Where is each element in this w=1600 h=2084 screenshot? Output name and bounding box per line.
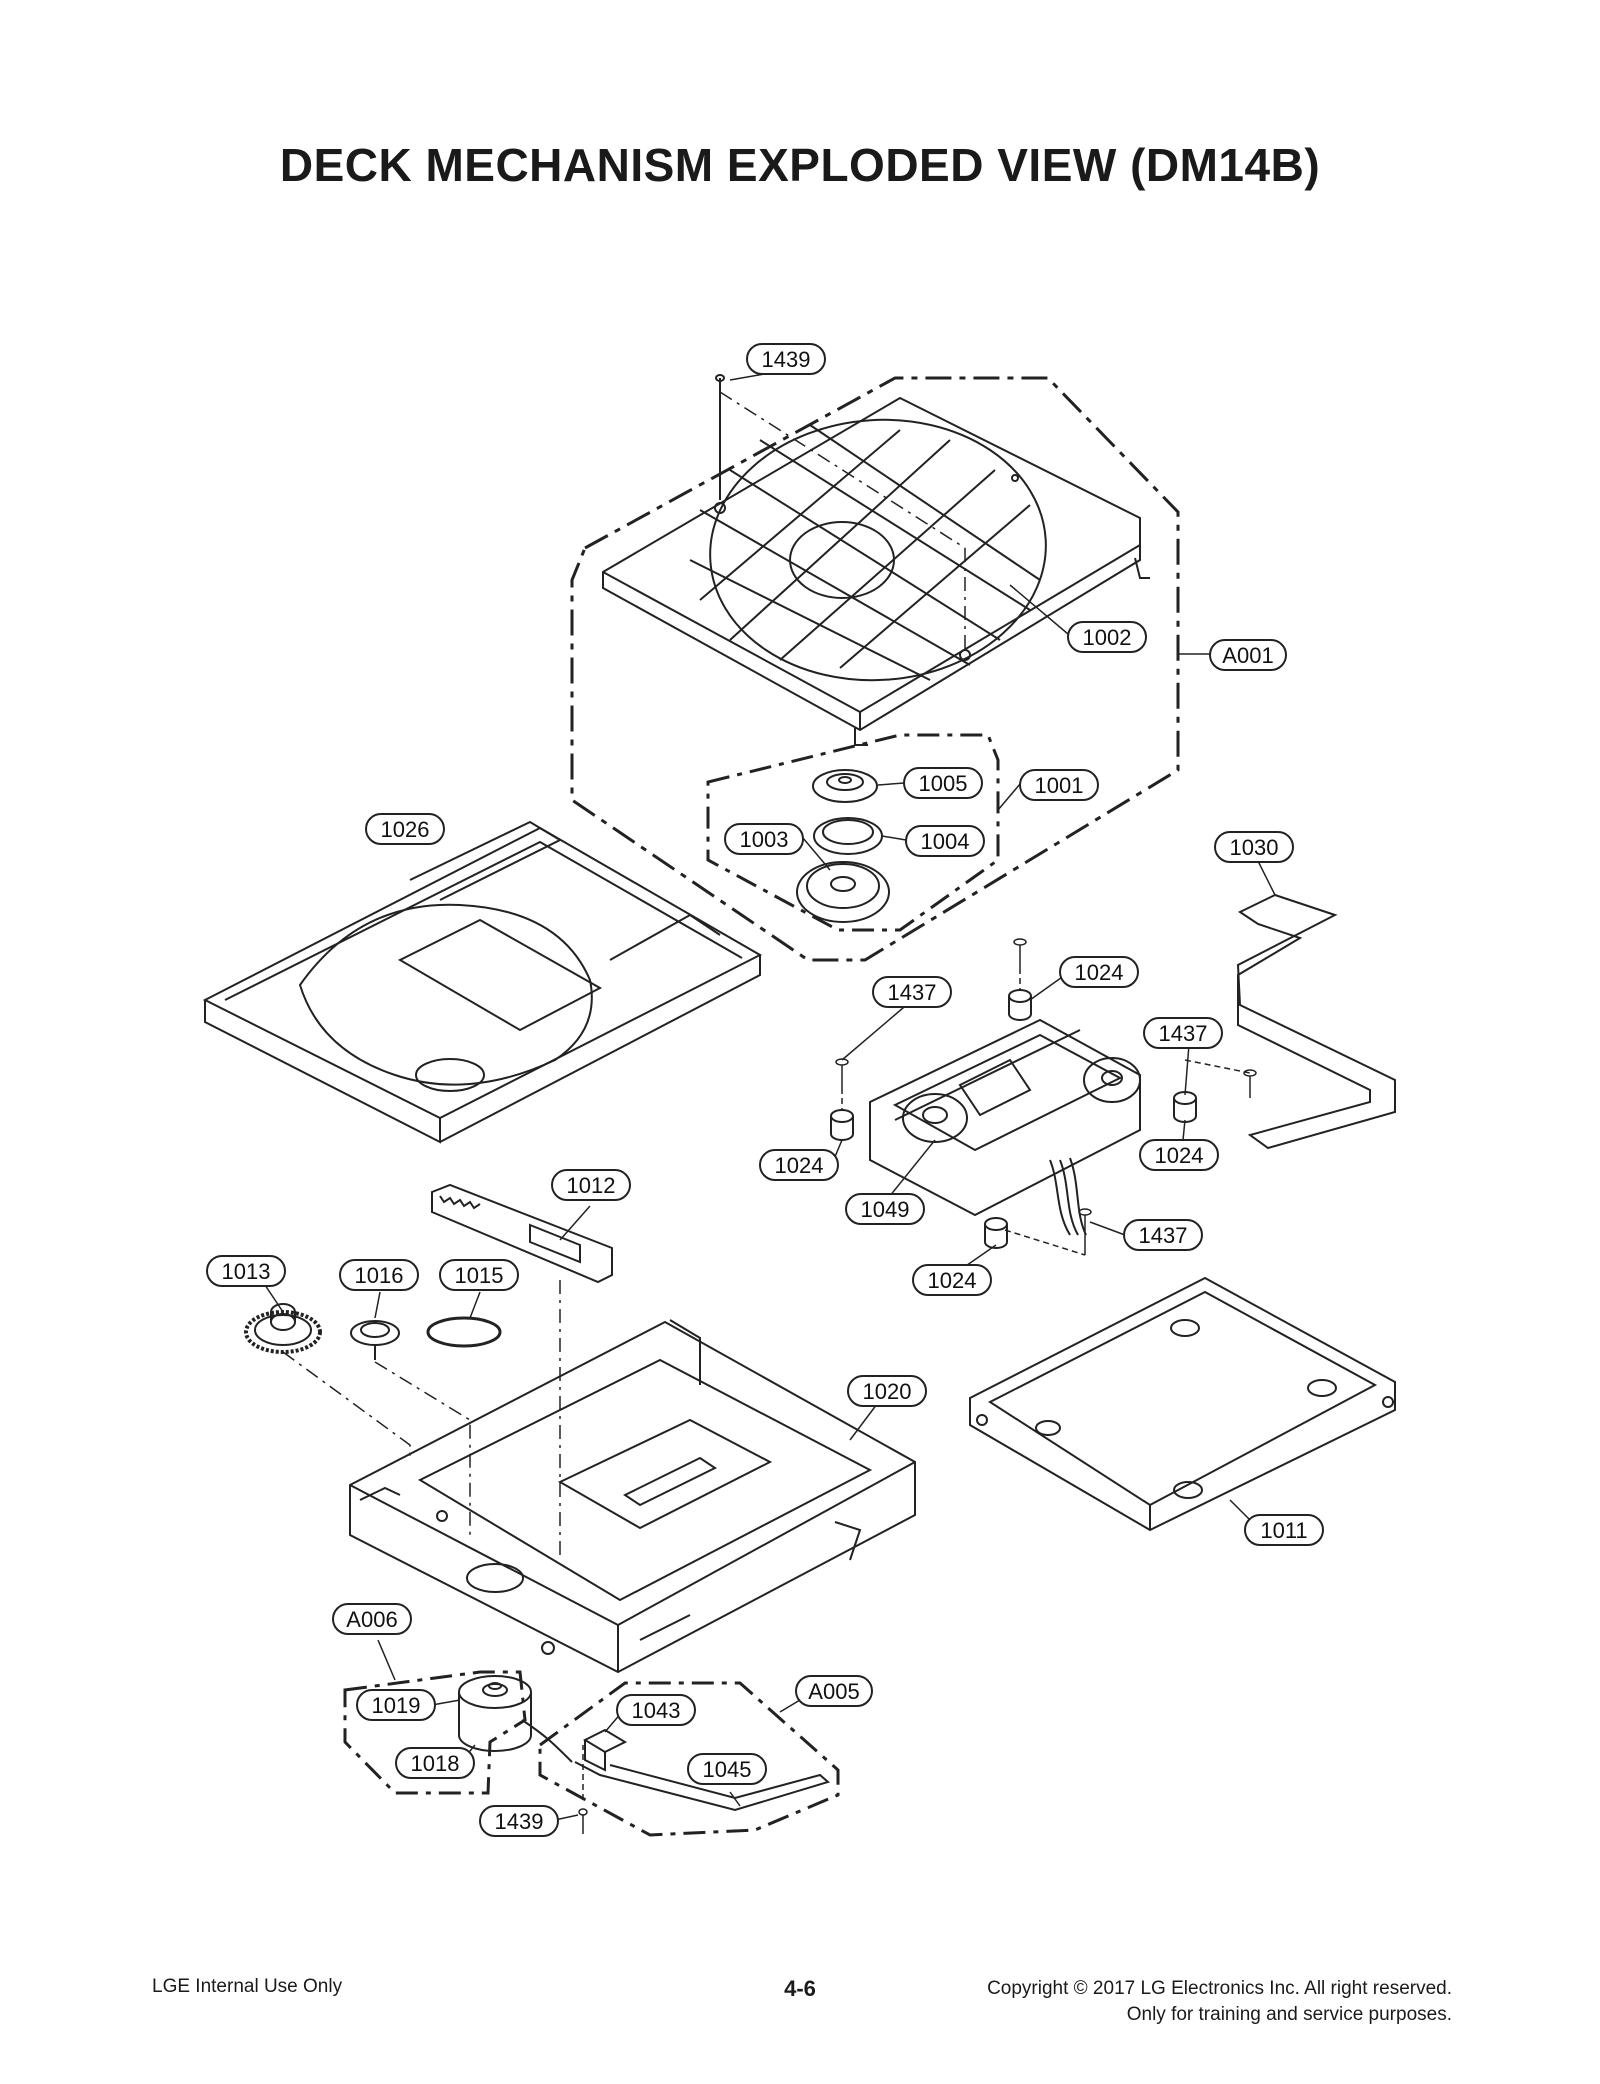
callout-1011: 1011: [1244, 1514, 1324, 1546]
svg-text:1049: 1049: [861, 1197, 910, 1222]
svg-text:A006: A006: [346, 1607, 397, 1632]
part-1437-screw-d: [1004, 1208, 1092, 1256]
part-1013-gear: [244, 1303, 411, 1460]
part-1437-screw-b: [835, 1058, 849, 1110]
part-1439-screw-top: [715, 374, 966, 650]
callout-1015: 1015: [439, 1259, 519, 1291]
callout-1439-top: 1439: [746, 343, 826, 375]
part-1020-chassis: [349, 1319, 916, 1674]
group-1001-outline: [706, 733, 1000, 932]
part-1437-screw-a: [1013, 938, 1027, 990]
svg-text:1030: 1030: [1230, 835, 1279, 860]
part-1026-disc-tray: [202, 820, 763, 1144]
callout-1002: 1002: [1067, 621, 1147, 653]
svg-text:1026: 1026: [381, 817, 430, 842]
callout-1043: 1043: [616, 1694, 696, 1726]
part-1015-belt: [426, 1316, 502, 1348]
part-1043-sensor-pcb: [582, 1728, 628, 1772]
svg-text:1024: 1024: [1155, 1143, 1204, 1168]
svg-text:1439: 1439: [762, 347, 811, 372]
part-1024-damper-b: [830, 1109, 854, 1141]
part-1024-damper-c: [1173, 1091, 1197, 1123]
svg-text:1019: 1019: [372, 1693, 421, 1718]
svg-text:A001: A001: [1222, 643, 1273, 668]
callout-1001: 1001: [1019, 769, 1099, 801]
part-1049-traverse: [869, 1018, 1141, 1236]
callout-1024-d: 1024: [912, 1264, 992, 1296]
callout-1024-c: 1024: [1139, 1139, 1219, 1171]
svg-text:1012: 1012: [567, 1173, 616, 1198]
part-1019-motor-pulley: [488, 1682, 502, 1690]
svg-text:1437: 1437: [1139, 1223, 1188, 1248]
part-1005-clamp-top: [812, 769, 878, 803]
callout-1016: 1016: [339, 1259, 419, 1291]
part-1012-slider: [431, 1183, 613, 1560]
part-1018-motor: [458, 1675, 573, 1763]
callout-a005: A005: [795, 1675, 873, 1707]
callout-1018: 1018: [395, 1747, 475, 1779]
callout-1439-bottom: 1439: [479, 1805, 559, 1837]
callout-1026: 1026: [365, 813, 445, 845]
svg-text:1024: 1024: [1075, 960, 1124, 985]
callout-1030: 1030: [1214, 831, 1294, 863]
group-a006-outline: [343, 1670, 527, 1795]
part-1030-flex-cable: [1236, 854, 1396, 1150]
callout-a001: A001: [1209, 639, 1287, 671]
part-1024-damper-a: [1008, 989, 1032, 1021]
svg-text:1045: 1045: [703, 1757, 752, 1782]
svg-text:1001: 1001: [1035, 773, 1084, 798]
svg-text:1015: 1015: [455, 1263, 504, 1288]
part-1004-magnet-ring: [813, 817, 883, 855]
part-1439-screw-bottom: [578, 1745, 588, 1834]
svg-text:1013: 1013: [222, 1259, 271, 1284]
callout-1005: 1005: [903, 767, 983, 799]
part-1002-cover: [602, 396, 1150, 746]
page-number: 4-6: [784, 1976, 816, 2001]
part-1003-clamp-base: [796, 861, 890, 923]
svg-text:1003: 1003: [740, 827, 789, 852]
svg-text:1024: 1024: [928, 1268, 977, 1293]
callout-1003: 1003: [724, 823, 804, 855]
part-1024-damper-d: [984, 1217, 1008, 1249]
page-title: DECK MECHANISM EXPLODED VIEW (DM14B): [279, 139, 1321, 191]
svg-text:1005: 1005: [919, 771, 968, 796]
svg-text:1437: 1437: [888, 980, 937, 1005]
copyright-line-2: Only for training and service purposes.: [1126, 2004, 1452, 2025]
svg-text:1016: 1016: [355, 1263, 404, 1288]
footer-internal-use: LGE Internal Use Only: [152, 1976, 343, 1997]
svg-text:1043: 1043: [632, 1698, 681, 1723]
svg-text:1018: 1018: [411, 1751, 460, 1776]
part-1437-screw-c: [1184, 1059, 1257, 1098]
callout-a006: A006: [332, 1603, 412, 1635]
footer-copyright: Copyright © 2017 LG Electronics Inc. All…: [987, 1976, 1452, 2028]
callout-1024-a: 1024: [1059, 956, 1139, 988]
svg-text:1024: 1024: [775, 1153, 824, 1178]
svg-text:1020: 1020: [863, 1379, 912, 1404]
svg-text:1002: 1002: [1083, 625, 1132, 650]
copyright-line-1: Copyright © 2017 LG Electronics Inc. All…: [987, 1978, 1452, 1999]
svg-text:1004: 1004: [921, 829, 970, 854]
group-a005-outline: [538, 1681, 840, 1837]
part-1011-bottom-frame: [969, 1276, 1396, 1532]
callout-1437-b: 1437: [1143, 1017, 1223, 1049]
part-1016-pulley: [350, 1320, 471, 1540]
svg-text:1011: 1011: [1260, 1518, 1307, 1543]
group-a001-outline: [570, 376, 1180, 962]
callout-1024-b: 1024: [759, 1149, 839, 1181]
callout-1045: 1045: [687, 1753, 767, 1785]
svg-text:1439: 1439: [495, 1809, 544, 1834]
callout-1012: 1012: [551, 1169, 631, 1201]
callout-1013: 1013: [206, 1255, 286, 1287]
callout-1004: 1004: [905, 825, 985, 857]
callout-1049: 1049: [845, 1193, 925, 1225]
callout-1019: 1019: [356, 1689, 436, 1721]
callout-1437-a: 1437: [872, 976, 952, 1008]
svg-text:A005: A005: [808, 1679, 859, 1704]
callout-1020: 1020: [847, 1375, 927, 1407]
callout-1437-c: 1437: [1123, 1219, 1203, 1251]
svg-text:1437: 1437: [1159, 1021, 1208, 1046]
